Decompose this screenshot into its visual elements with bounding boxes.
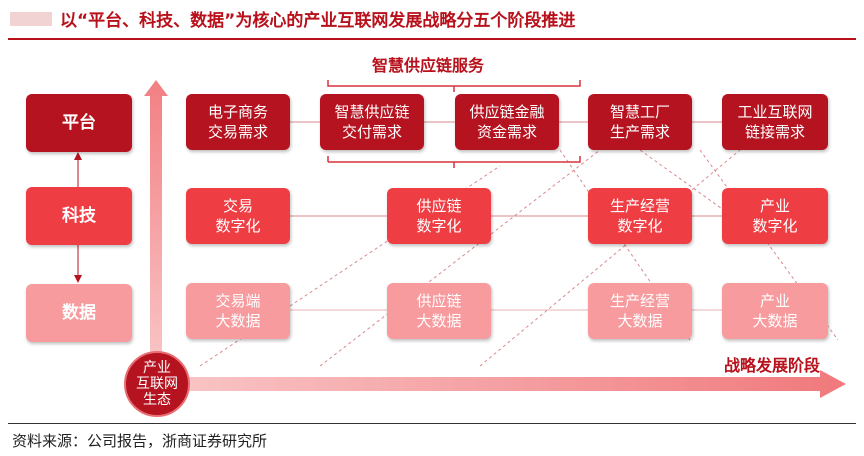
platform-stage-5-label: 工业互联网 链接需求 <box>737 103 813 141</box>
title-decoration <box>10 12 52 26</box>
diag-line-3 <box>479 149 741 367</box>
platform-stage-2: 智慧供应链 交付需求 <box>320 94 424 150</box>
data-stage-1: 交易端 大数据 <box>186 283 290 339</box>
tech-stage-4: 产业 数字化 <box>722 188 828 244</box>
tech-stage-2: 供应链 数字化 <box>387 188 491 244</box>
platform-stage-4: 智慧工厂 生产需求 <box>588 94 692 150</box>
category-tech: 科技 <box>26 187 132 245</box>
tech-stage-2-label: 供应链 数字化 <box>416 197 462 235</box>
platform-stage-3-label: 供应链金融 资金需求 <box>469 103 545 141</box>
platform-stage-4-label: 智慧工厂 生产需求 <box>609 103 670 141</box>
platform-stage-2-label: 智慧供应链 交付需求 <box>334 103 410 141</box>
category-link-arrow-up <box>74 152 82 160</box>
title-divider <box>8 38 856 40</box>
diag-line-2 <box>319 149 601 367</box>
tech-stage-3-label: 生产经营 数字化 <box>609 197 670 235</box>
data-stage-4: 产业 大数据 <box>722 283 828 339</box>
data-stage-1-label: 交易端 大数据 <box>215 292 261 330</box>
origin-ecosystem-circle: 产业 互联网 生态 <box>124 351 190 417</box>
category-data-label: 数据 <box>62 303 96 323</box>
diag-line-4 <box>559 149 691 341</box>
data-stage-2-label: 供应链 大数据 <box>416 292 462 330</box>
x-axis-label: 战略发展阶段 <box>724 356 821 375</box>
y-axis-arrow <box>144 80 168 360</box>
platform-stage-5: 工业互联网 链接需求 <box>722 94 828 150</box>
category-platform-label: 平台 <box>62 113 96 133</box>
page-title: 以“平台、科技、数据”为核心的产业互联网发展战略分五个阶段推进 <box>60 11 576 31</box>
category-data: 数据 <box>26 284 132 342</box>
x-axis-arrow <box>180 370 846 398</box>
tech-stage-3: 生产经营 数字化 <box>588 188 692 244</box>
source-divider <box>8 423 856 424</box>
data-stage-2: 供应链 大数据 <box>387 283 491 339</box>
category-link-arrow-down <box>74 275 82 283</box>
supply-chain-service-label: 智慧供应链服务 <box>372 56 485 75</box>
data-stage-4-label: 产业 大数据 <box>752 292 798 330</box>
data-stage-3-label: 生产经营 大数据 <box>609 292 670 330</box>
tech-stage-1-label: 交易 数字化 <box>215 197 261 235</box>
diag-line-5 <box>639 149 761 237</box>
source-note: 资料来源：公司报告，浙商证券研究所 <box>12 432 268 450</box>
origin-ecosystem-label: 产业 互联网 生态 <box>136 360 178 408</box>
bracket-top <box>327 80 581 92</box>
bracket-bottom <box>327 156 581 168</box>
data-stage-3: 生产经营 大数据 <box>588 283 692 339</box>
platform-stage-1: 电子商务 交易需求 <box>186 94 290 150</box>
tech-stage-1: 交易 数字化 <box>186 188 290 244</box>
platform-stage-1-label: 电子商务 交易需求 <box>207 103 268 141</box>
category-platform: 平台 <box>26 94 132 152</box>
category-tech-label: 科技 <box>62 206 96 226</box>
tech-stage-4-label: 产业 数字化 <box>752 197 798 235</box>
platform-stage-3: 供应链金融 资金需求 <box>455 94 559 150</box>
